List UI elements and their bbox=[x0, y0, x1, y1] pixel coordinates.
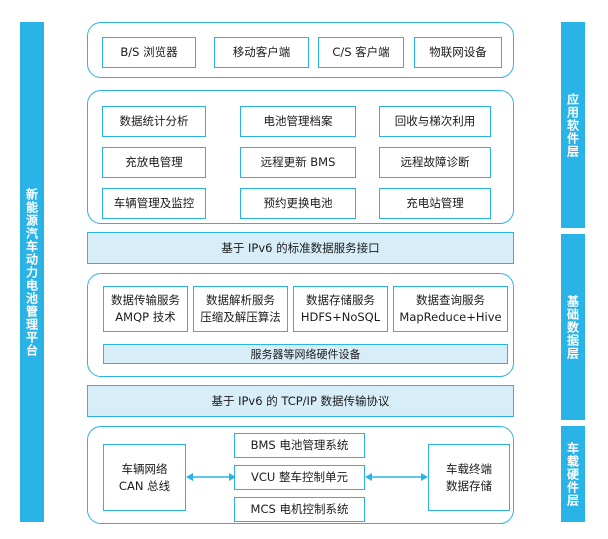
tcpip-protocol-band: 基于 IPv6 的 TCP/IP 数据传输协议 bbox=[87, 385, 514, 417]
client-mobile: 移动客户端 bbox=[214, 37, 309, 68]
server-hardware-band: 服务器等网络硬件设备 bbox=[103, 344, 508, 364]
arrow-vcu-to-terminal bbox=[365, 473, 428, 481]
layer-label-hardware: 车载硬件层 bbox=[561, 426, 585, 522]
app-function-battery-archive: 电池管理档案 bbox=[240, 106, 356, 137]
client-bs-browser: B/S 浏览器 bbox=[102, 37, 196, 68]
app-function-remote-update-bms: 远程更新 BMS bbox=[240, 147, 356, 178]
hardware-mcs: MCS 电机控制系统 bbox=[234, 497, 365, 522]
layer-label-application: 应用软件层 bbox=[561, 22, 585, 228]
layer-label-data: 基础数据层 bbox=[561, 234, 585, 420]
app-function-battery-swap: 预约更换电池 bbox=[240, 188, 356, 219]
app-function-remote-diagnosis: 远程故障诊断 bbox=[379, 147, 491, 178]
platform-label: 新能源汽车动力电池管理平台 bbox=[24, 187, 39, 357]
app-function-recycle: 回收与梯次利用 bbox=[379, 106, 491, 137]
arrow-can-to-vcu bbox=[186, 473, 236, 481]
app-function-charge-manage: 充放电管理 bbox=[102, 147, 206, 178]
ipv6-interface-band: 基于 IPv6 的标准数据服务接口 bbox=[87, 232, 514, 264]
platform-label-bar: 新能源汽车动力电池管理平台 bbox=[20, 22, 44, 522]
hardware-bms: BMS 电池管理系统 bbox=[234, 433, 365, 458]
client-iot-device: 物联网设备 bbox=[414, 37, 502, 68]
hardware-terminal-storage: 车载终端数据存储 bbox=[428, 444, 510, 511]
hardware-vcu: VCU 整车控制单元 bbox=[234, 465, 365, 490]
client-cs: C/S 客户端 bbox=[318, 37, 404, 68]
data-service-parse: 数据解析服务压缩及解压算法 bbox=[193, 286, 288, 332]
app-function-station-manage: 充电站管理 bbox=[379, 188, 491, 219]
app-function-stats: 数据统计分析 bbox=[102, 106, 206, 137]
app-function-vehicle-monitor: 车辆管理及监控 bbox=[102, 188, 206, 219]
